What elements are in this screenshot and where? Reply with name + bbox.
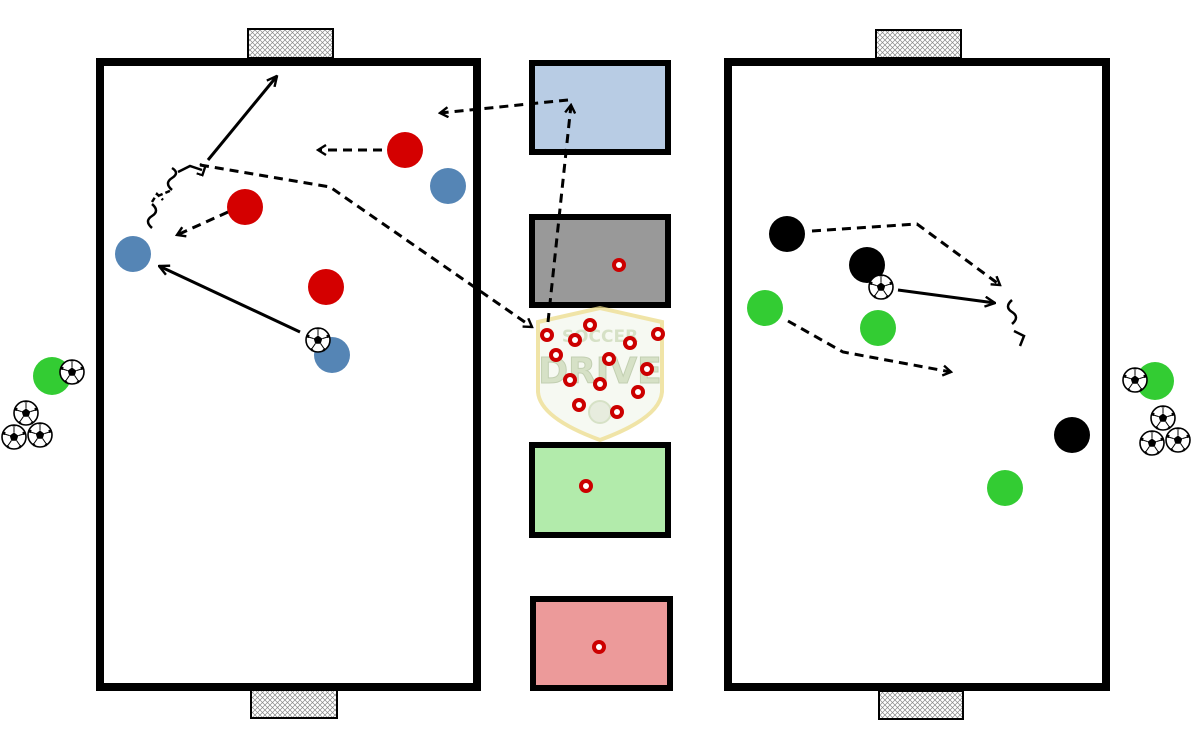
zone-blue [529, 60, 671, 155]
soccer-ball-icon [0, 423, 28, 451]
cone-marker-icon [651, 327, 665, 341]
black-player [849, 247, 885, 283]
soccer-ball-icon [12, 399, 40, 427]
green-player [987, 470, 1023, 506]
red-player [387, 132, 423, 168]
goal-net-icon [250, 689, 338, 719]
soccer-ball-icon [1138, 429, 1166, 457]
run-arrow [206, 76, 277, 161]
left-field-movements [146, 76, 571, 334]
right-sideline [1121, 362, 1192, 457]
cone-marker-icon [568, 333, 582, 347]
zone-green [529, 442, 671, 538]
pass-arrow [811, 222, 1000, 285]
cone-marker-icon [540, 328, 554, 342]
cone-marker-icon [610, 405, 624, 419]
cone-marker-icon [583, 318, 597, 332]
right-field-movements [787, 222, 1026, 372]
run-arrow [546, 105, 571, 323]
goal-net-icon [875, 29, 962, 59]
soccer-ball-icon [304, 326, 332, 354]
dribble-squiggle-icon [1013, 329, 1026, 347]
cone-marker-icon [579, 479, 593, 493]
cone-marker-icon [602, 352, 616, 366]
cone-marker-icon [612, 258, 626, 272]
cone-marker-icon [623, 336, 637, 350]
center-zones [529, 60, 673, 691]
green-player [860, 310, 896, 346]
soccer-ball-icon [1121, 366, 1149, 394]
soccer-ball-icon [26, 421, 54, 449]
run-arrow [177, 210, 229, 235]
green-player [1136, 362, 1174, 400]
right-field-boundary [724, 58, 1110, 691]
black-player [769, 216, 805, 252]
cone-marker-icon [631, 385, 645, 399]
run-arrow [787, 319, 951, 372]
dribble-squiggle-icon [150, 188, 173, 203]
right-field-players [747, 216, 1090, 506]
dribble-squiggle-icon [146, 166, 178, 229]
red-player [308, 269, 344, 305]
left-sideline [0, 357, 86, 451]
blue-player [115, 236, 151, 272]
cone-marker-icon [640, 362, 654, 376]
goal-net-icon [878, 690, 964, 720]
soccer-ball-icon [58, 358, 86, 386]
left-field-players [115, 132, 466, 373]
goal-net-icon [247, 28, 334, 59]
red-player [227, 189, 263, 225]
black-player [1054, 417, 1090, 453]
left-field-boundary [96, 58, 481, 691]
blue-player [430, 168, 466, 204]
dribble-squiggle-icon [1006, 299, 1018, 325]
left-field [96, 28, 481, 719]
cone-marker-icon [549, 348, 563, 362]
run-arrow [440, 98, 569, 113]
soccer-ball-icon [1149, 404, 1177, 432]
right-field [724, 29, 1110, 720]
dribble-squiggle-icon [177, 166, 202, 172]
cone-marker-icon [572, 398, 586, 412]
soccer-ball-icon [1164, 426, 1192, 454]
soccer-ball-icon [867, 273, 895, 301]
pass-arrow [897, 288, 995, 303]
cone-marker-icon [563, 373, 577, 387]
green-player [747, 290, 783, 326]
pass-arrow [159, 266, 301, 334]
cone-marker-icon [593, 377, 607, 391]
cone-marker-icon [592, 640, 606, 654]
